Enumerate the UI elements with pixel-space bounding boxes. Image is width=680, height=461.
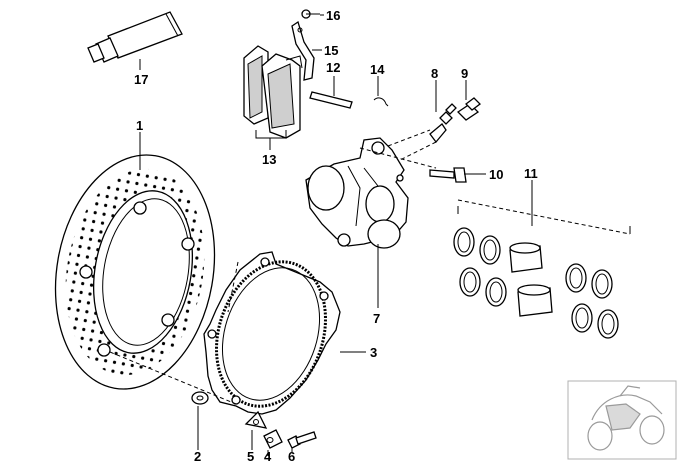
callouts: 17 1 13 16 15 12 14 8 9 10 11 7 3 2 5 4 … — [134, 8, 538, 461]
brake-disc — [54, 154, 216, 390]
washer — [191, 391, 209, 405]
callout-14: 14 — [370, 62, 385, 77]
callout-9: 9 — [461, 66, 468, 81]
callout-11: 11 — [524, 166, 538, 181]
callout-13: 13 — [262, 152, 276, 167]
leader-lines — [139, 14, 631, 456]
bleeder-cap — [456, 97, 481, 121]
brake-caliper — [305, 137, 409, 249]
alignment-lines — [109, 129, 631, 405]
screw-16 — [301, 9, 320, 19]
callout-3: 3 — [370, 345, 377, 360]
callout-1: 1 — [136, 118, 143, 133]
seal-kit — [453, 227, 619, 339]
spring-clip — [373, 97, 389, 107]
abs-sensor-ring — [203, 251, 341, 415]
callout-16: 16 — [326, 8, 340, 23]
retaining-pin — [309, 91, 353, 109]
lock-plate — [244, 410, 268, 429]
motorcycle-thumbnail — [567, 380, 677, 460]
callout-15: 15 — [324, 43, 338, 58]
callout-8: 8 — [431, 66, 438, 81]
bolt-10 — [429, 167, 467, 183]
callout-6: 6 — [288, 449, 295, 461]
callout-17: 17 — [134, 72, 148, 87]
motorcycle-silhouette-icon — [587, 385, 665, 451]
callout-5: 5 — [247, 449, 254, 461]
pad-spring — [291, 20, 315, 81]
callout-2: 2 — [194, 449, 201, 461]
sleeve — [263, 429, 283, 449]
callout-4: 4 — [264, 449, 272, 461]
callout-10: 10 — [489, 167, 503, 182]
bolt-6 — [287, 431, 317, 449]
brake-pads — [243, 45, 303, 139]
grease-tube — [87, 11, 183, 63]
callout-7: 7 — [373, 311, 380, 326]
bleeder-valve — [429, 103, 457, 144]
callout-12: 12 — [326, 60, 340, 75]
